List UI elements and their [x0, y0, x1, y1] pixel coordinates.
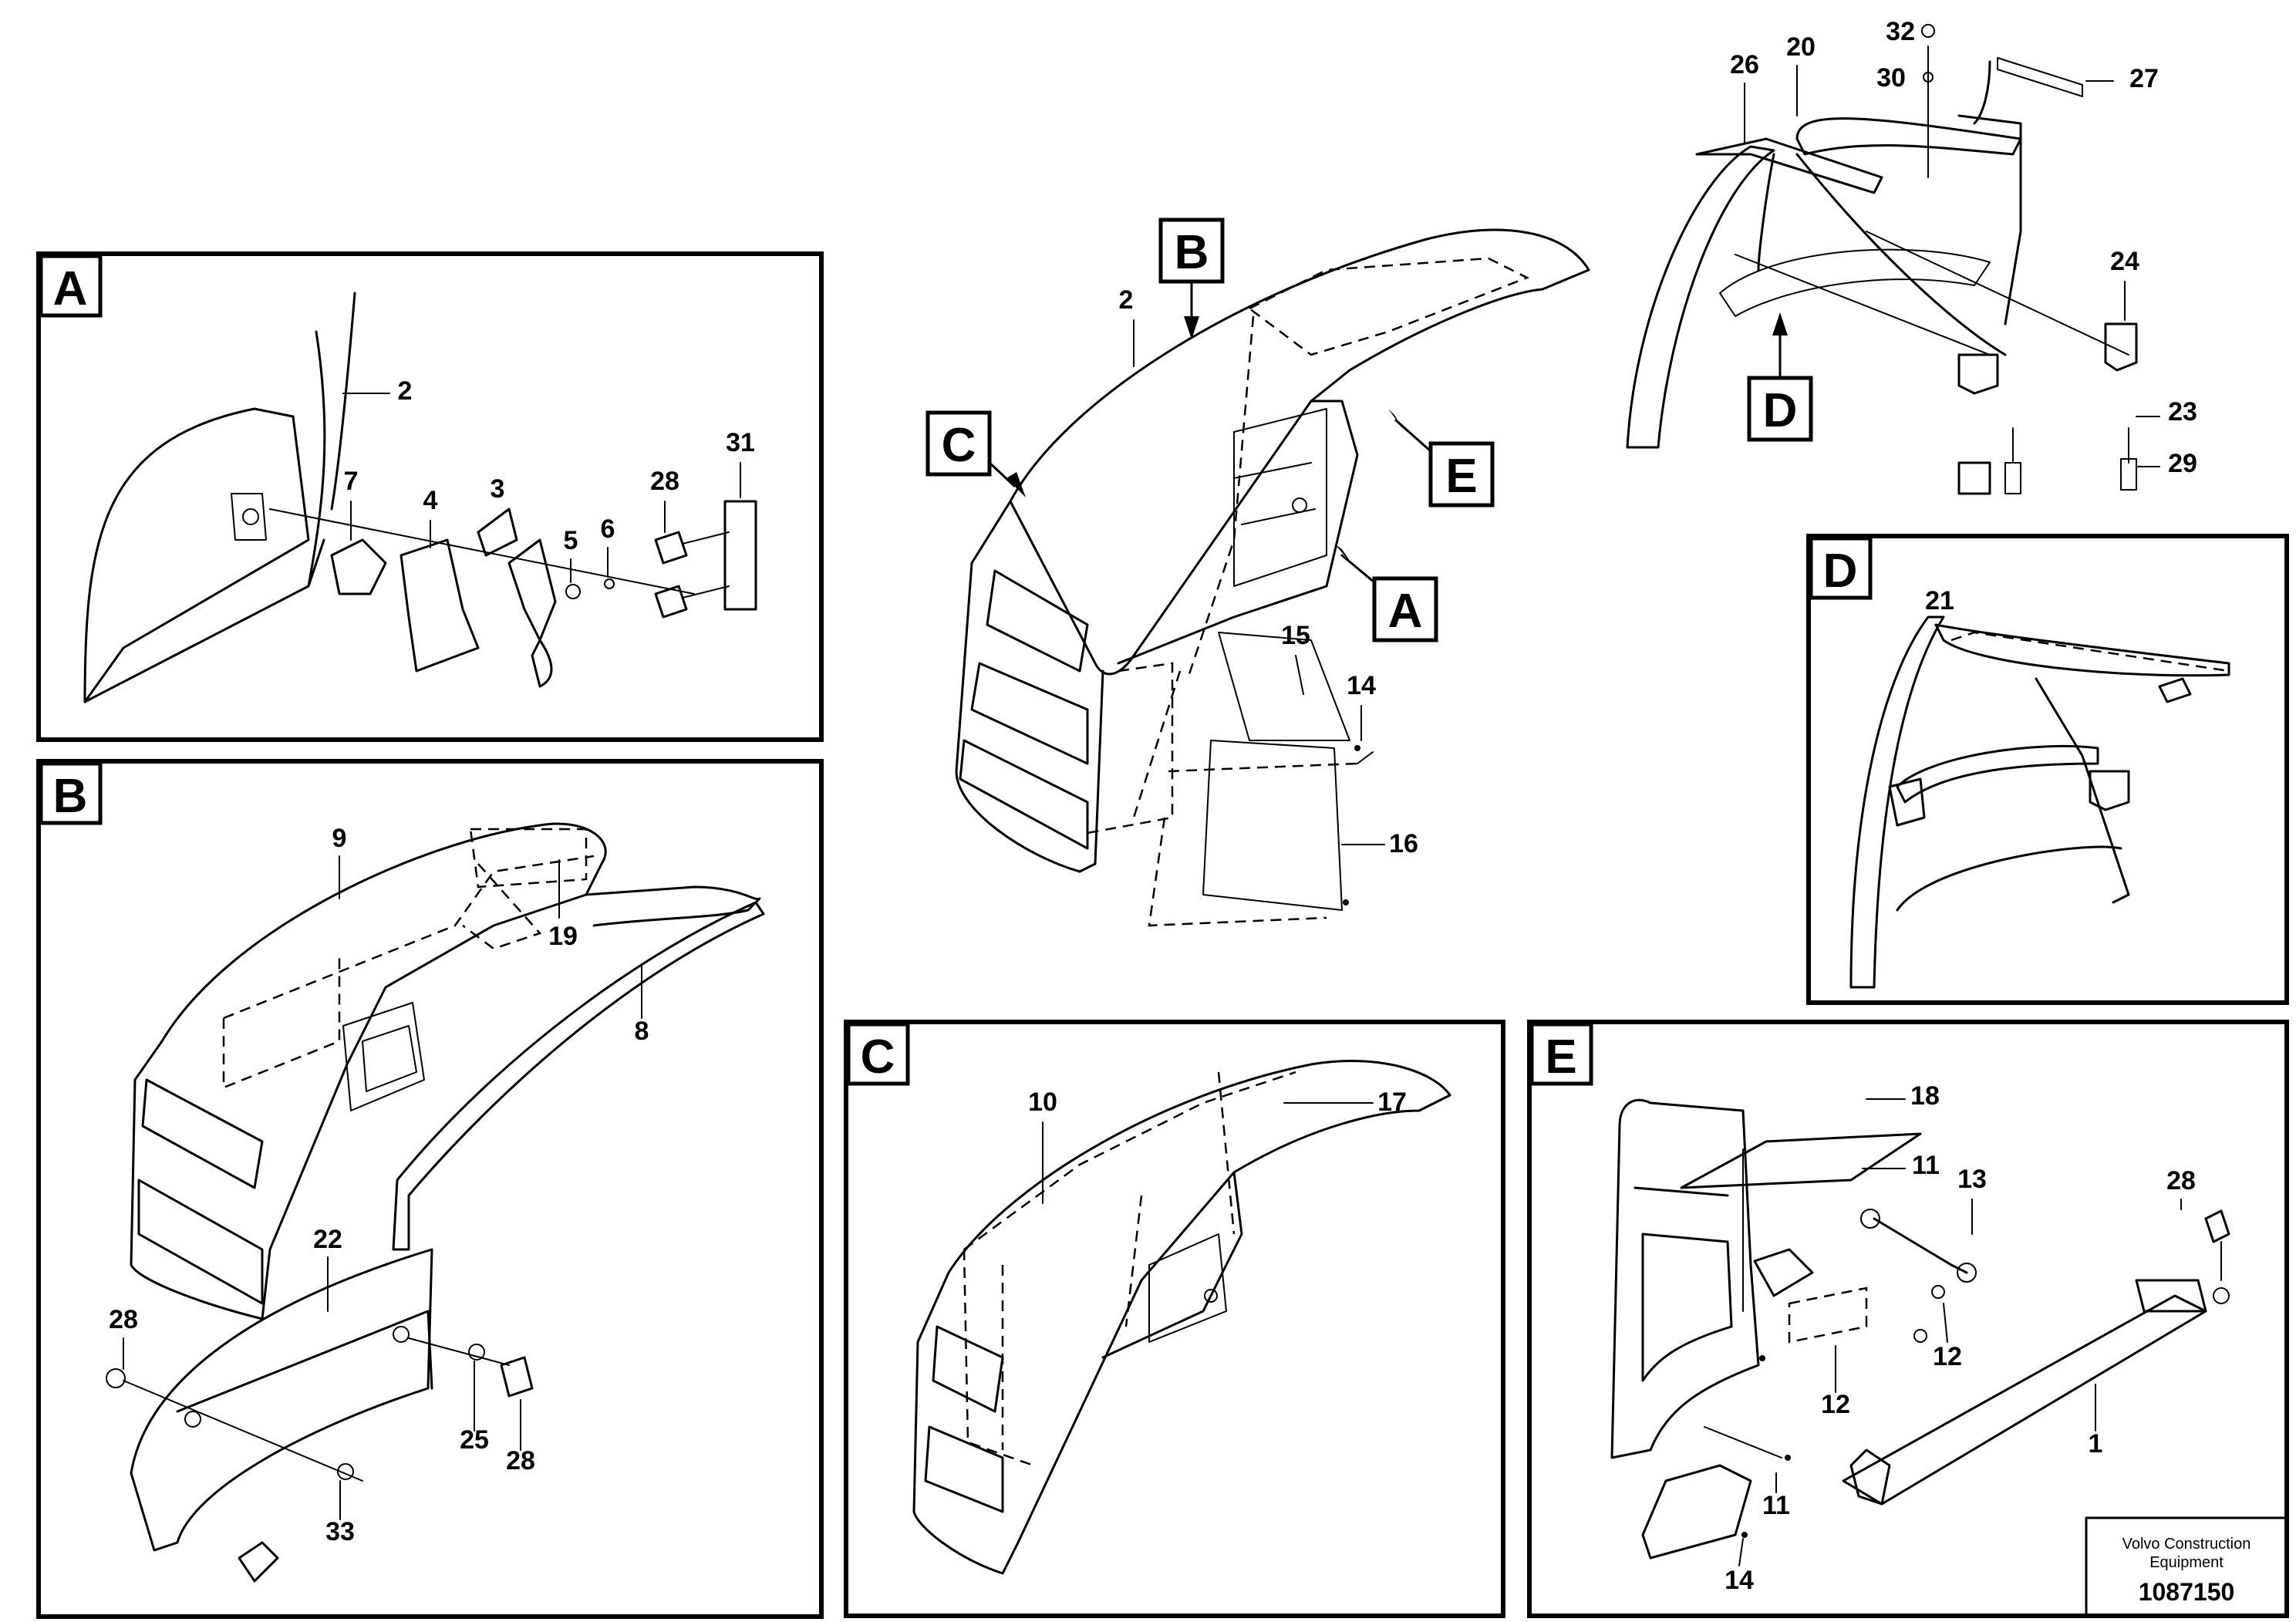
- detail-d-panel: D 21: [1806, 534, 2289, 1005]
- svg-text:B: B: [1175, 226, 1209, 279]
- callout-24: 24: [2110, 247, 2139, 276]
- svg-text:D: D: [1763, 384, 1798, 437]
- callout-20: 20: [1786, 32, 1816, 62]
- main-hood-view: 2 15 14 16 B C E A: [925, 218, 1590, 927]
- detail-a-panel: A 2 7 4 3 28 31 5 6: [36, 251, 824, 742]
- callout-a-31: 31: [726, 428, 755, 457]
- callout-e-1: 1: [2089, 1429, 2103, 1458]
- svg-text:E: E: [1445, 450, 1477, 503]
- callout-e-11b: 11: [1762, 1491, 1790, 1520]
- callout-e-12b: 12: [1821, 1390, 1850, 1419]
- callout-15: 15: [1281, 621, 1310, 650]
- detail-b-panel: B 9 19 8 22 28 25 28 33: [36, 759, 824, 1619]
- callout-16: 16: [1389, 829, 1418, 858]
- top-right-view: 32 20 26 30 27 24 23 29 D: [1626, 17, 2197, 495]
- callout-b-22: 22: [313, 1225, 342, 1254]
- detail-e-panel: E 18 11 13 28 12 12 1: [1527, 1020, 2289, 1618]
- pointer-tag-e: E: [1388, 409, 1495, 508]
- callout-29: 29: [2168, 449, 2197, 478]
- callout-b-19: 19: [548, 922, 578, 951]
- callout-a-6: 6: [601, 514, 615, 544]
- callout-c-17: 17: [1377, 1088, 1407, 1117]
- pointer-tag-d: D: [1747, 312, 1813, 442]
- callout-b-33: 33: [325, 1517, 355, 1546]
- pointer-tag-c: C: [925, 410, 1026, 497]
- callout-a-3: 3: [491, 474, 505, 504]
- detail-e-title: E: [1545, 1030, 1576, 1084]
- callout-14: 14: [1347, 671, 1376, 700]
- callout-e-12a: 12: [1933, 1342, 1962, 1371]
- callout-27: 27: [2129, 64, 2159, 93]
- document-number: 1087150: [2139, 1578, 2235, 1606]
- svg-text:A: A: [1388, 585, 1423, 638]
- callout-b-8: 8: [635, 1017, 649, 1046]
- pointer-tag-b: B: [1158, 218, 1225, 339]
- callout-2: 2: [1119, 285, 1134, 315]
- pointer-tag-a: A: [1334, 544, 1438, 642]
- callout-b-28b: 28: [506, 1446, 535, 1475]
- callout-e-14: 14: [1725, 1566, 1754, 1595]
- detail-d-title: D: [1823, 545, 1858, 598]
- callout-b-28a: 28: [109, 1305, 138, 1334]
- callout-e-28: 28: [2166, 1166, 2196, 1195]
- callout-32: 32: [1886, 17, 1915, 46]
- detail-a-title: A: [53, 262, 88, 315]
- company-name-line2: Equipment: [2149, 1554, 2224, 1571]
- callout-30: 30: [1876, 63, 1906, 93]
- callout-23: 23: [2168, 397, 2197, 427]
- callout-a-2: 2: [398, 376, 413, 406]
- callout-a-7: 7: [344, 467, 359, 496]
- callout-a-4: 4: [423, 486, 438, 515]
- callout-b-9: 9: [332, 824, 347, 853]
- detail-b-title: B: [53, 770, 88, 823]
- company-name-line1: Volvo Construction: [2122, 1536, 2251, 1553]
- callout-e-11a: 11: [1912, 1151, 1940, 1180]
- document-stamp: Volvo Construction Equipment 1087150: [2085, 1516, 2288, 1617]
- callout-a-5: 5: [564, 526, 578, 555]
- callout-c-10: 10: [1028, 1088, 1057, 1117]
- svg-text:C: C: [942, 419, 976, 472]
- detail-c-panel: C 10 17: [844, 1020, 1505, 1618]
- detail-c-title: C: [861, 1030, 895, 1084]
- callout-e-13: 13: [1957, 1165, 1987, 1194]
- callout-d-21: 21: [1925, 586, 1954, 615]
- callout-e-18: 18: [1910, 1081, 1940, 1111]
- callout-26: 26: [1730, 50, 1759, 79]
- callout-a-28: 28: [650, 467, 679, 496]
